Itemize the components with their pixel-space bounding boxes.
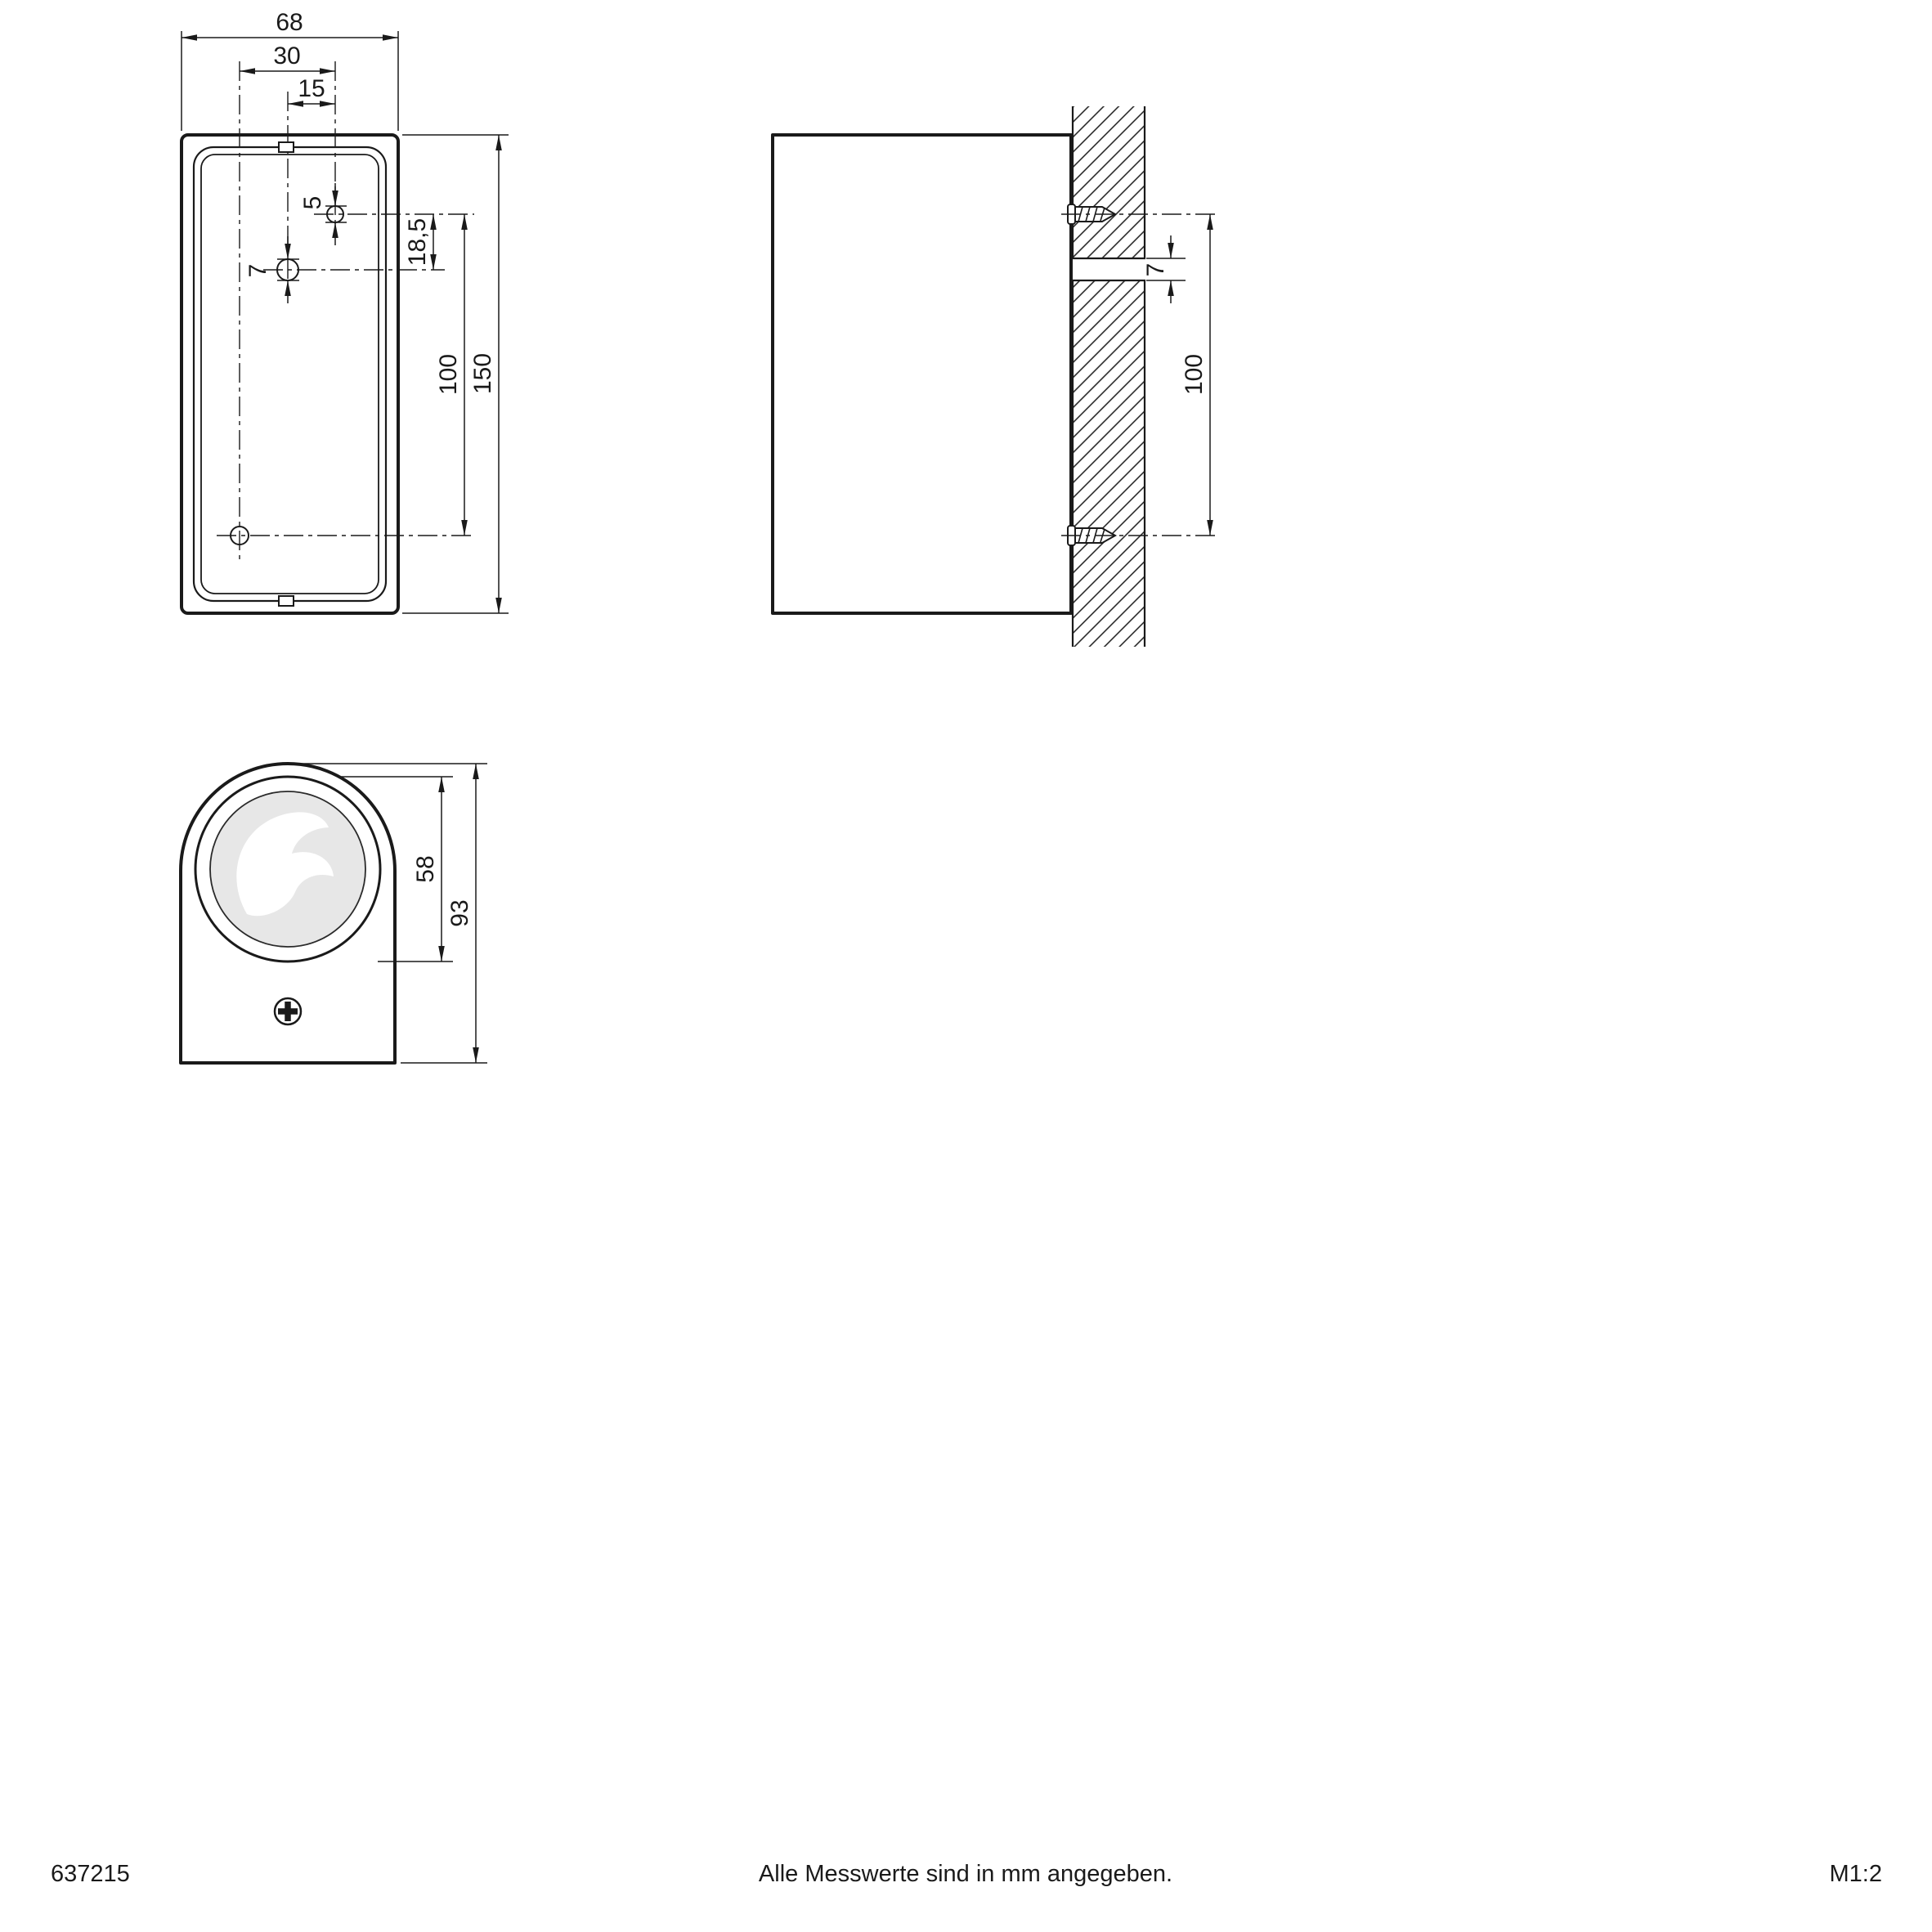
dim-label-dia-5: 5: [299, 196, 326, 210]
front-clip-top: [278, 141, 294, 153]
dim-label-width-68: 68: [276, 9, 303, 36]
bottom-view-drawing: 58 93: [179, 762, 487, 1065]
side-view-drawing: 7 100: [771, 106, 1220, 647]
dim-label-gap-18-5: 18,5: [404, 218, 431, 266]
wall-section-upper: [1073, 106, 1145, 258]
dim-label-lens-58: 58: [412, 855, 439, 882]
front-view-drawing: 68 30 15 5 7 18,5 100 150: [180, 9, 509, 615]
side-housing-outline: [771, 133, 1073, 615]
lens-reflection: [236, 812, 334, 917]
mounting-hole-bottom: [230, 526, 249, 545]
screw-upper-icon: [1067, 204, 1118, 225]
scale-label: M1:2: [1830, 1861, 1882, 1887]
dim-label-spacing-100: 100: [435, 354, 462, 395]
front-housing-outline: [180, 133, 400, 615]
dim-label-offset-30: 30: [273, 43, 300, 69]
units-note: Alle Messwerte sind in mm angegeben.: [759, 1861, 1172, 1887]
front-inner-frame-inner: [200, 154, 379, 594]
dim-label-screw-spacing-100: 100: [1181, 354, 1208, 395]
dim-label-height-150: 150: [469, 353, 496, 394]
dim-label-depth-93: 93: [446, 899, 473, 926]
article-number: 637215: [51, 1861, 130, 1887]
dim-label-dia-7: 7: [244, 264, 271, 278]
dim-label-slot-7: 7: [1142, 263, 1169, 277]
housing-screw-icon: [273, 997, 303, 1026]
front-clip-bottom: [278, 595, 294, 607]
dim-label-offset-15: 15: [298, 75, 325, 102]
lens-outer-ring: [194, 775, 382, 963]
title-block: 637215 Alle Messwerte sind in mm angegeb…: [51, 1861, 1882, 1887]
wall-section-lower: [1073, 280, 1145, 647]
